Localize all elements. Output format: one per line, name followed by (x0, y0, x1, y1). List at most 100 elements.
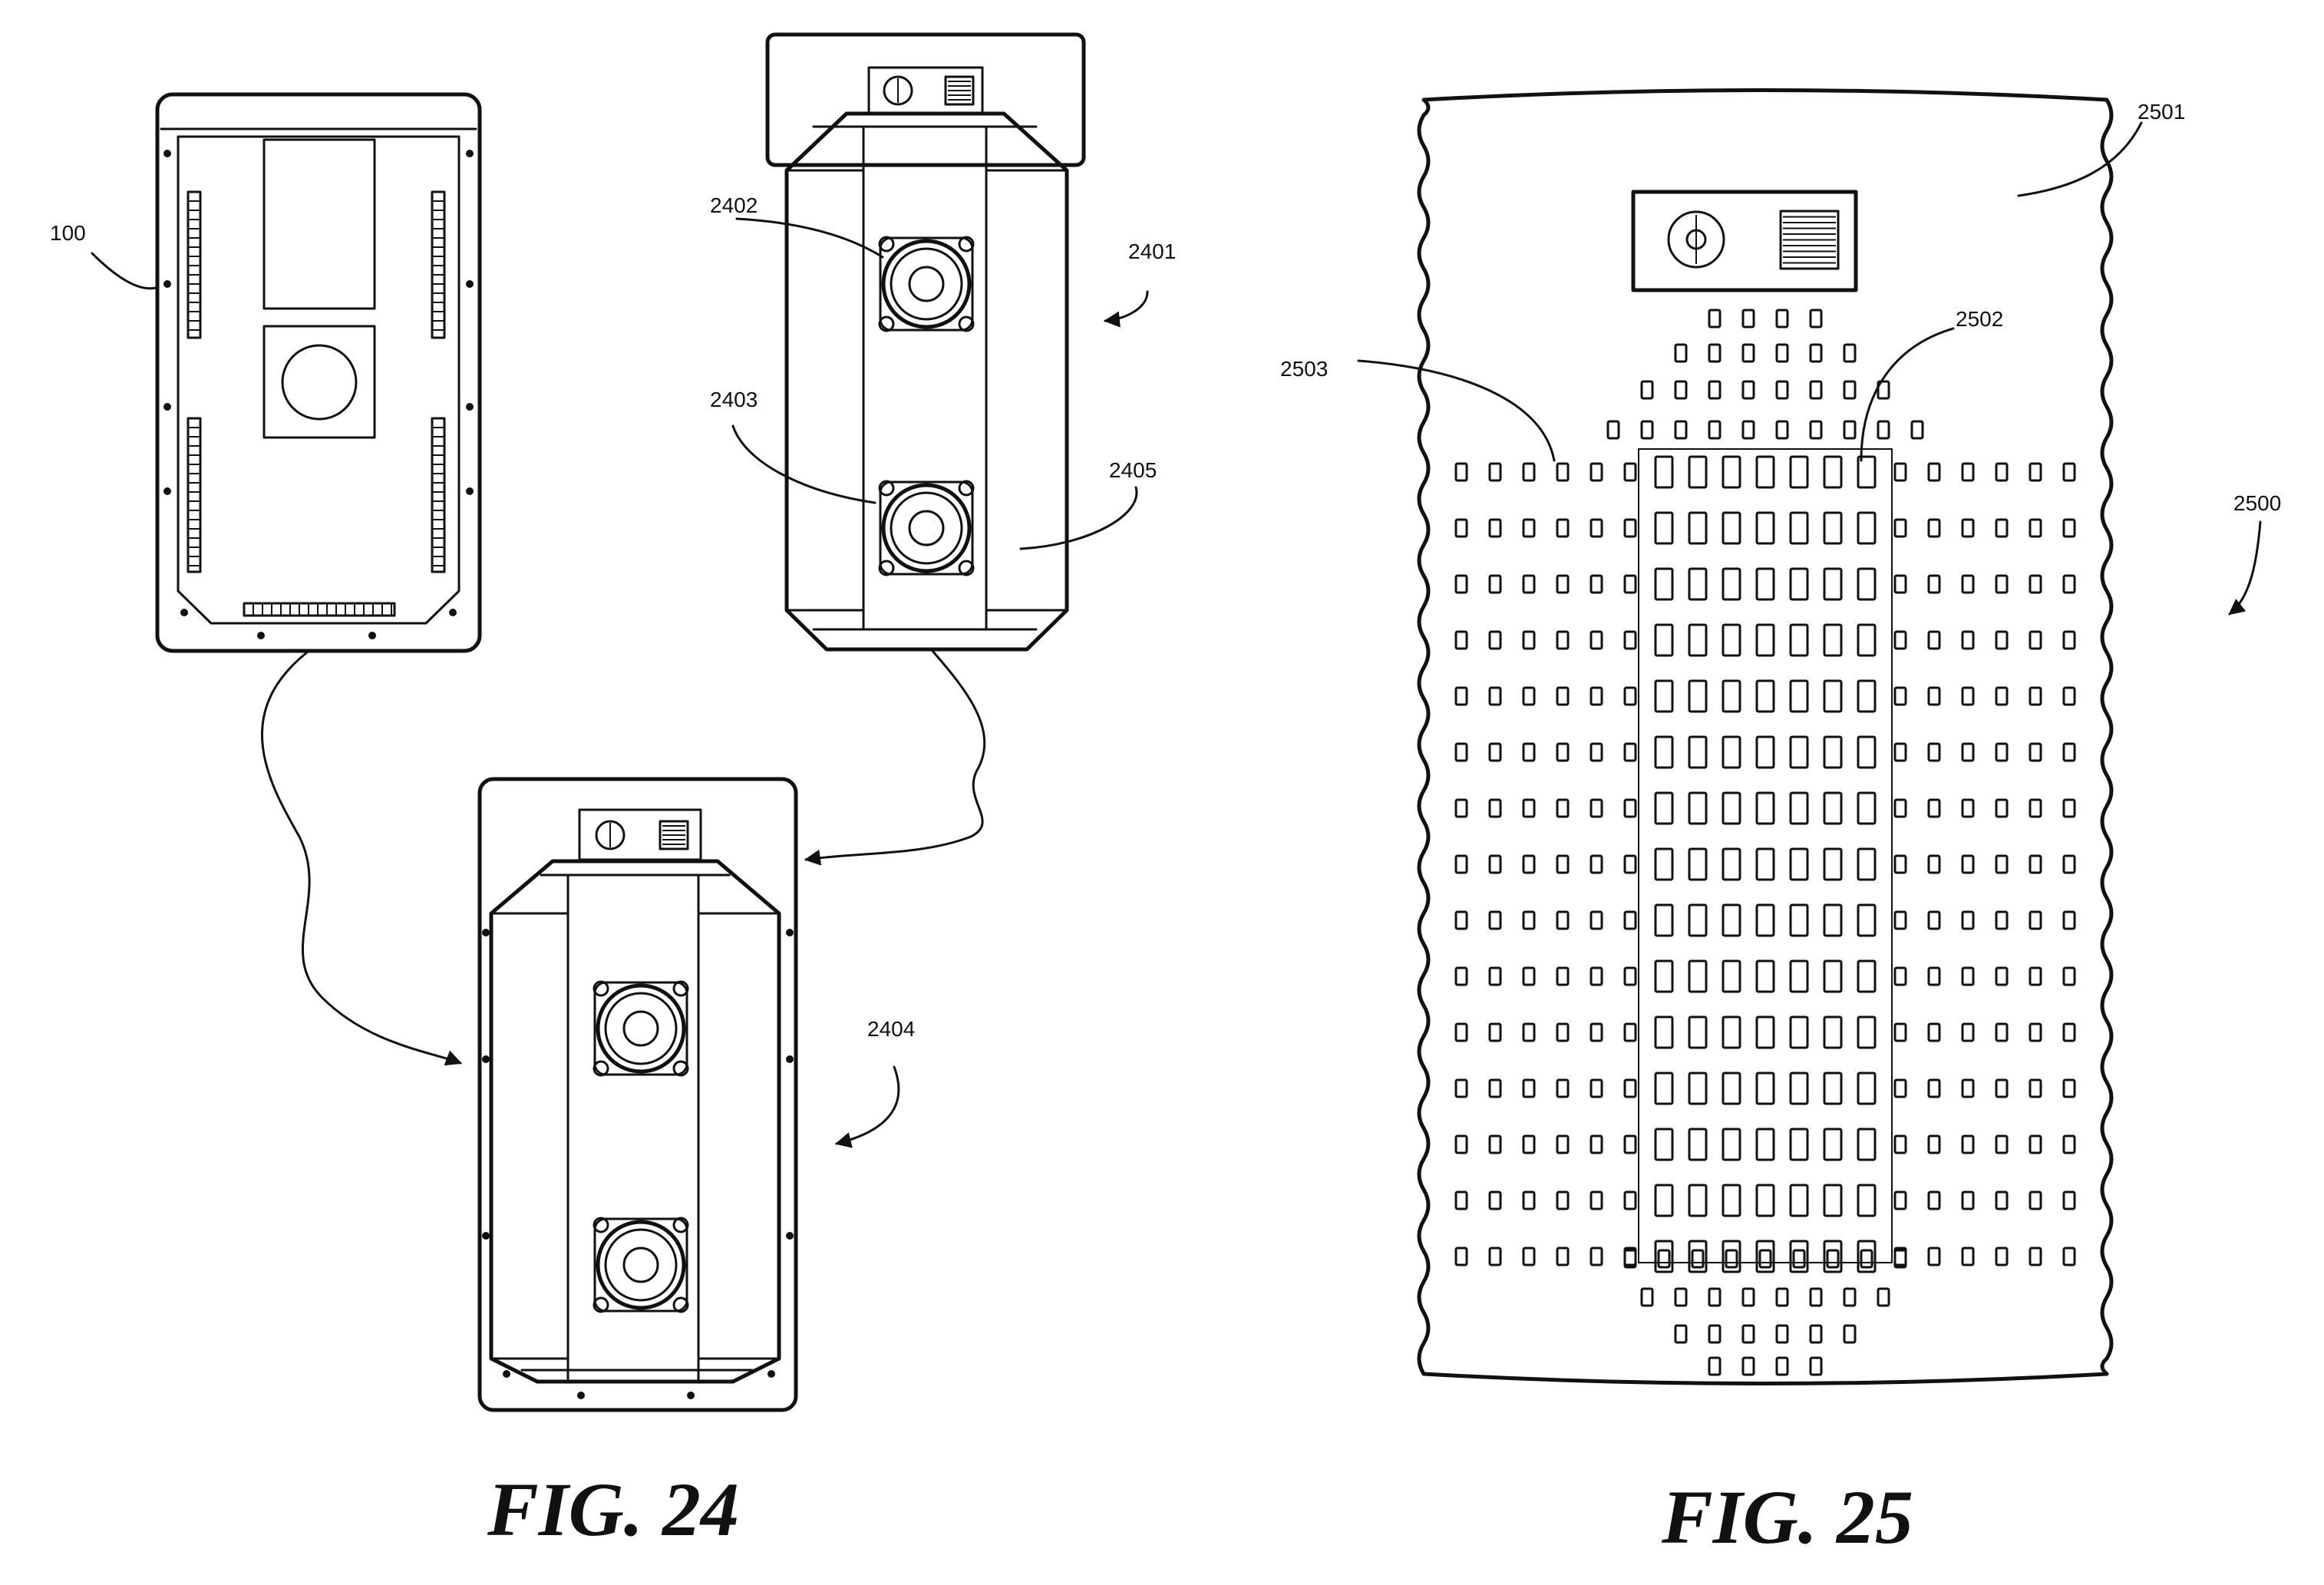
perforation-hole (1823, 1240, 1843, 1273)
perforation-hole (1961, 518, 1975, 538)
perforation-hole (1654, 455, 1674, 489)
screws (163, 150, 474, 639)
perforation-hole (1589, 686, 1603, 706)
perforation-hole (1893, 742, 1907, 762)
perforation-hole (1623, 462, 1637, 482)
perforation-hole (1961, 1247, 1975, 1266)
assembled-unit-2404 (477, 777, 798, 1412)
speaker-driver-2402 (878, 236, 975, 332)
perforation-hole (1674, 380, 1688, 400)
figure-caption: FIG. 25 (1661, 1474, 1913, 1560)
screw-dot (768, 1370, 775, 1378)
mount-screw (593, 1060, 609, 1077)
screw-dot (786, 1055, 794, 1063)
driver-cone (890, 491, 963, 565)
perforation-hole (1556, 798, 1570, 818)
perforation-hole (1857, 567, 1877, 601)
perforation-hole (1995, 854, 2009, 874)
perforation-hole (1755, 511, 1775, 545)
perforation-hole (1823, 679, 1843, 713)
perforation-hole (1789, 679, 1809, 713)
perforation-hole (1691, 1249, 1705, 1269)
driver-surround (881, 483, 972, 573)
perforation-hole (2062, 798, 2076, 818)
perforation-hole (1755, 455, 1775, 489)
perforation-hole (1688, 791, 1708, 825)
perforation-hole (1688, 1184, 1708, 1217)
perforation-hole (1589, 630, 1603, 650)
device-100 (155, 92, 482, 653)
perforation-hole (1722, 791, 1741, 825)
perforation-hole (1556, 910, 1570, 930)
contact-strips (187, 190, 446, 617)
mount-screw (593, 980, 609, 997)
perforation-hole (1623, 798, 1637, 818)
perforation-hole (1708, 343, 1722, 363)
perforation-hole (1708, 380, 1722, 400)
perforation-hole (1927, 910, 1941, 930)
label-2501: 2501 (2137, 100, 2185, 124)
perforation-hole (1927, 574, 1941, 594)
driver-dustcap (908, 510, 945, 546)
perforation-hole (1823, 791, 1843, 825)
perforation-hole (1589, 1247, 1603, 1266)
perforation-hole (1454, 1190, 1468, 1210)
perforation-hole (1860, 1249, 1873, 1269)
perforation-hole (1775, 1324, 1789, 1344)
speaker-driver-lower (593, 1217, 689, 1313)
perforation-hole (2029, 630, 2042, 650)
perforation-hole (2029, 798, 2042, 818)
perforation-hole (1857, 903, 1877, 937)
perforation-hole (1454, 910, 1468, 930)
perforation-hole (1789, 903, 1809, 937)
perforation-hole (1857, 791, 1877, 825)
screw-dot (466, 487, 474, 495)
perforation-hole (1454, 462, 1468, 482)
perforation-hole (1927, 1247, 1941, 1266)
screw-dot (786, 929, 794, 936)
perforation-hole (1995, 1190, 2009, 1210)
perforation-hole (1556, 1022, 1570, 1042)
mount-screw (593, 1217, 609, 1233)
perforation-hole (2062, 462, 2076, 482)
perforation-hole (1556, 686, 1570, 706)
perforation-hole (1893, 462, 1907, 482)
perforation-hole (1893, 686, 1907, 706)
perforation-hole (1809, 420, 1823, 440)
perforation-hole (1623, 686, 1637, 706)
perforation-hole (1722, 623, 1741, 657)
perforation-hole (1857, 623, 1877, 657)
perforation-hole (1589, 742, 1603, 762)
label-2405: 2405 (1109, 458, 1157, 482)
perforation-hole (1857, 455, 1877, 489)
perforation-hole (2029, 1247, 2042, 1266)
perforation-hole (1722, 903, 1741, 937)
perforation-hole (1556, 742, 1570, 762)
perforation-hole (1755, 1072, 1775, 1105)
perforation-hole (1654, 567, 1674, 601)
perforation-hole (1654, 1240, 1674, 1273)
perforation-hole (1589, 462, 1603, 482)
perforation-hole (1789, 623, 1809, 657)
mount-screw (878, 315, 895, 332)
driver-cone (890, 247, 963, 321)
perforation-hole (1789, 959, 1809, 993)
perforation-hole (1606, 420, 1620, 440)
perforation-hole (1556, 1078, 1570, 1098)
perforation-hole (1522, 518, 1536, 538)
perforation-hole (1995, 966, 2009, 986)
perforation-hole (1454, 630, 1468, 650)
perforation-hole (1961, 630, 1975, 650)
perforation-hole (1454, 1134, 1468, 1154)
perforation-hole (1488, 630, 1502, 650)
perforation-hole (1454, 1078, 1468, 1098)
perforation-hole (1488, 1134, 1502, 1154)
screw-dot (257, 632, 265, 639)
screw-dot (466, 280, 474, 288)
perforation-hole (1823, 1015, 1843, 1049)
perforation-hole (1857, 1184, 1877, 1217)
perforation-hole (1722, 1128, 1741, 1161)
perforation-hole (1708, 309, 1722, 329)
perforation-hole (1454, 518, 1468, 538)
speaker-driver-2403 (878, 480, 975, 576)
